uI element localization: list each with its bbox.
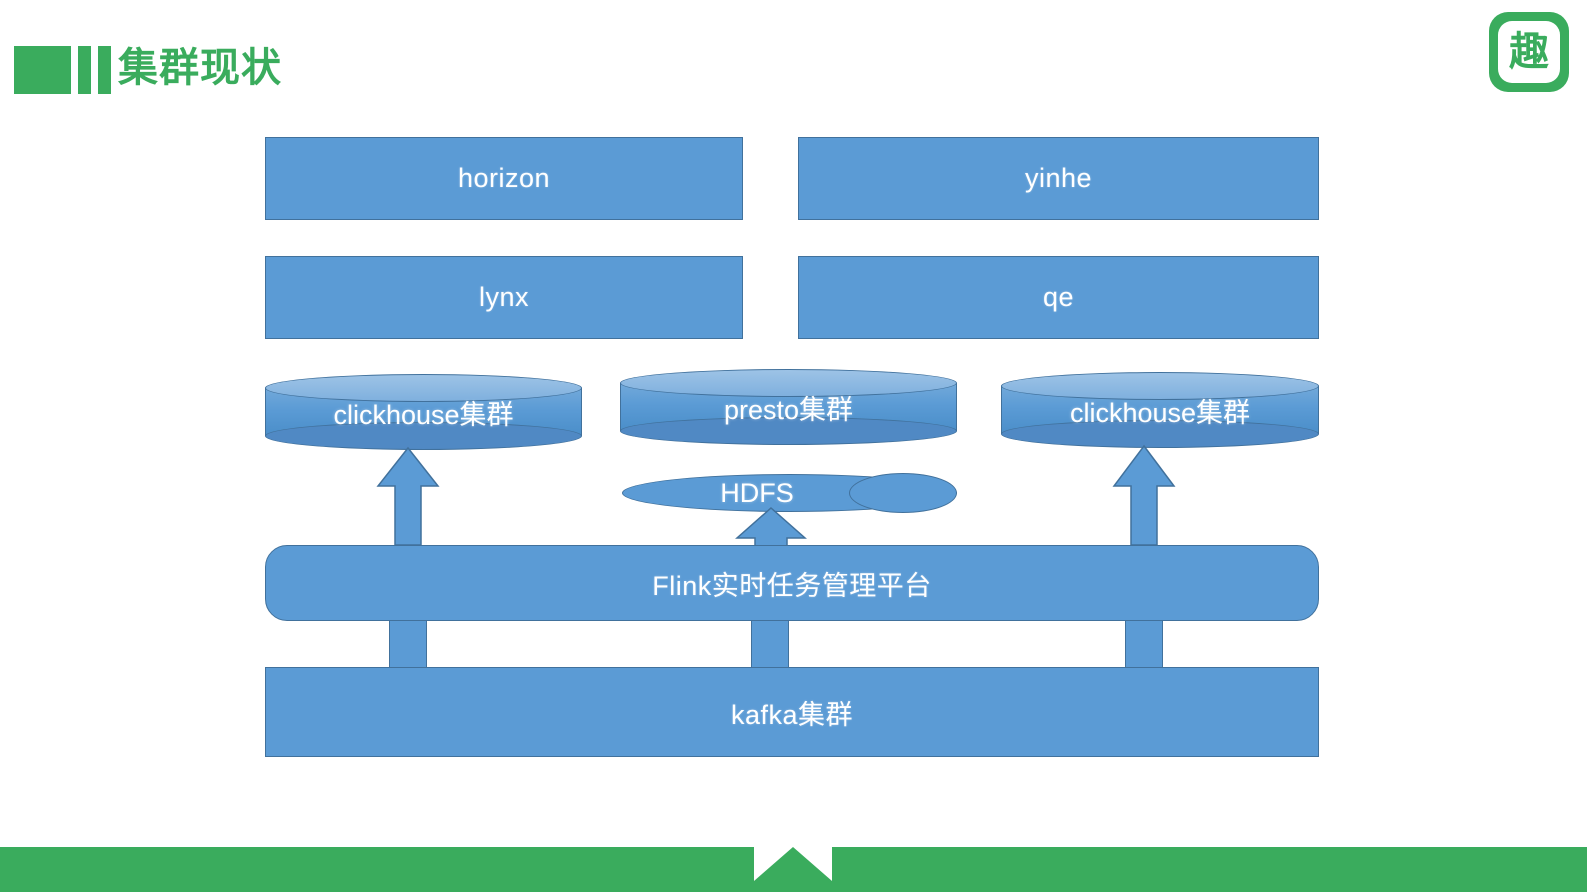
node-hdfs-label: HDFS bbox=[720, 477, 794, 508]
node-lynx[interactable]: lynx bbox=[265, 256, 743, 339]
node-clickhouse-right-label: clickhouse集群 bbox=[1069, 397, 1251, 428]
logo-inner-plate: 趣 bbox=[1498, 21, 1560, 83]
page-title: 集群现状 bbox=[118, 46, 282, 90]
arrow-flink-to-clickhouse-left bbox=[376, 446, 440, 546]
brand-logo: 趣 bbox=[1489, 12, 1569, 92]
cylinder-bottom bbox=[1001, 420, 1319, 448]
node-flink[interactable]: Flink实时任务管理平台 bbox=[265, 545, 1319, 621]
node-clickhouse-left[interactable]: clickhouse集群 bbox=[265, 374, 582, 450]
title-bar-wide bbox=[14, 46, 71, 94]
connector-kafka-to-flink-center bbox=[751, 620, 789, 668]
title-decoration bbox=[14, 46, 111, 94]
node-horizon[interactable]: horizon bbox=[265, 137, 743, 220]
node-yinhe[interactable]: yinhe bbox=[798, 137, 1319, 220]
title-bar-narrow-2 bbox=[98, 46, 111, 94]
node-qe-label: qe bbox=[1042, 282, 1075, 312]
node-horizon-label: horizon bbox=[457, 163, 551, 193]
node-kafka[interactable]: kafka集群 bbox=[265, 667, 1319, 757]
arrow-flink-to-hdfs bbox=[735, 506, 807, 548]
node-hdfs-secondary-ellipse bbox=[849, 473, 957, 513]
node-clickhouse-left-label: clickhouse集群 bbox=[333, 399, 514, 430]
cylinder-top bbox=[1001, 372, 1319, 400]
node-presto[interactable]: presto集群 bbox=[620, 369, 957, 445]
title-bar-narrow-1 bbox=[78, 46, 91, 94]
cylinder-bottom bbox=[620, 417, 957, 445]
arrow-flink-to-clickhouse-right bbox=[1112, 444, 1176, 546]
connector-kafka-to-flink-left bbox=[389, 620, 427, 668]
node-kafka-label: kafka集群 bbox=[730, 699, 854, 730]
node-yinhe-label: yinhe bbox=[1024, 163, 1093, 193]
node-flink-label: Flink实时任务管理平台 bbox=[652, 570, 932, 601]
node-lynx-label: lynx bbox=[478, 282, 529, 312]
node-presto-label: presto集群 bbox=[723, 394, 854, 425]
cylinder-bottom bbox=[265, 422, 582, 450]
cylinder-top bbox=[265, 374, 582, 402]
connector-kafka-to-flink-right bbox=[1125, 620, 1163, 668]
cylinder-top bbox=[620, 369, 957, 397]
node-clickhouse-right[interactable]: clickhouse集群 bbox=[1001, 372, 1319, 448]
footer-notch-icon bbox=[754, 847, 832, 881]
logo-glyph-icon: 趣 bbox=[1509, 30, 1549, 74]
node-qe[interactable]: qe bbox=[798, 256, 1319, 339]
